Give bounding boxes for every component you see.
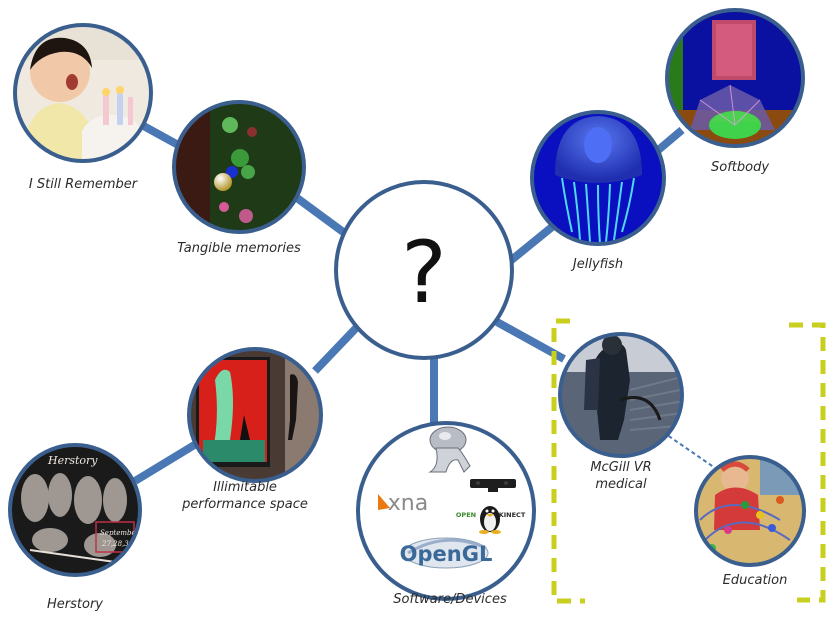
- node-education[interactable]: [694, 455, 806, 567]
- node-still-remember[interactable]: [10, 20, 160, 170]
- connector-jellyfish: [506, 223, 555, 266]
- node-mcgill[interactable]: [558, 332, 690, 462]
- opengl-text: OpenGL: [400, 542, 493, 566]
- tux-penguin-icon: [479, 506, 501, 534]
- herstory-photo-date2: 27,28,30: [101, 540, 134, 548]
- connector-tangible: [294, 194, 353, 241]
- herstory-photo-date: September: [100, 529, 140, 537]
- node-herstory[interactable]: Herstory September 27,28,30: [5, 440, 145, 580]
- opengl-logo: OpenGL: [400, 537, 493, 569]
- xna-logo: xna: [388, 491, 428, 516]
- label-education: Education: [722, 573, 788, 588]
- center-node[interactable]: ?: [334, 180, 514, 360]
- node-jellyfish[interactable]: [530, 110, 670, 250]
- open-kinect-open: OPEN: [456, 511, 476, 519]
- center-symbol: ?: [401, 223, 447, 323]
- connector-still-remember: [138, 120, 182, 150]
- dotted-link-education: [656, 427, 719, 471]
- label-illimitable-line1: Illimitable: [213, 480, 277, 495]
- label-still-remember: I Still Remember: [28, 177, 138, 192]
- label-mcgill-line2: medical: [595, 477, 647, 492]
- node-illimitable[interactable]: [185, 345, 325, 485]
- connectors: [132, 120, 685, 485]
- connector-herstory: [132, 440, 199, 485]
- label-illimitable-line2: performance space: [182, 497, 308, 512]
- haptic-device-icon: [428, 426, 471, 473]
- herstory-photo-title: Herstory: [47, 454, 98, 467]
- education-bracket: [551, 318, 826, 604]
- node-software[interactable]: xna OPEN KINECT OpenGL: [356, 421, 536, 601]
- label-jellyfish: Jellyfish: [572, 257, 624, 272]
- label-software: Software/Devices: [393, 592, 507, 607]
- open-kinect-kinect: KINECT: [499, 511, 526, 519]
- label-mcgill-line1: McGill VR: [590, 460, 652, 475]
- label-herstory: Herstory: [47, 597, 103, 612]
- node-tangible[interactable]: [170, 100, 310, 235]
- xna-logo-mark: [378, 494, 390, 510]
- kinect-device-icon: [470, 479, 516, 492]
- node-softbody[interactable]: [665, 8, 805, 150]
- label-tangible: Tangible memories: [177, 241, 301, 256]
- connector-illimitable: [312, 323, 361, 374]
- connector-softbody: [653, 126, 685, 156]
- label-softbody: Softbody: [710, 160, 770, 175]
